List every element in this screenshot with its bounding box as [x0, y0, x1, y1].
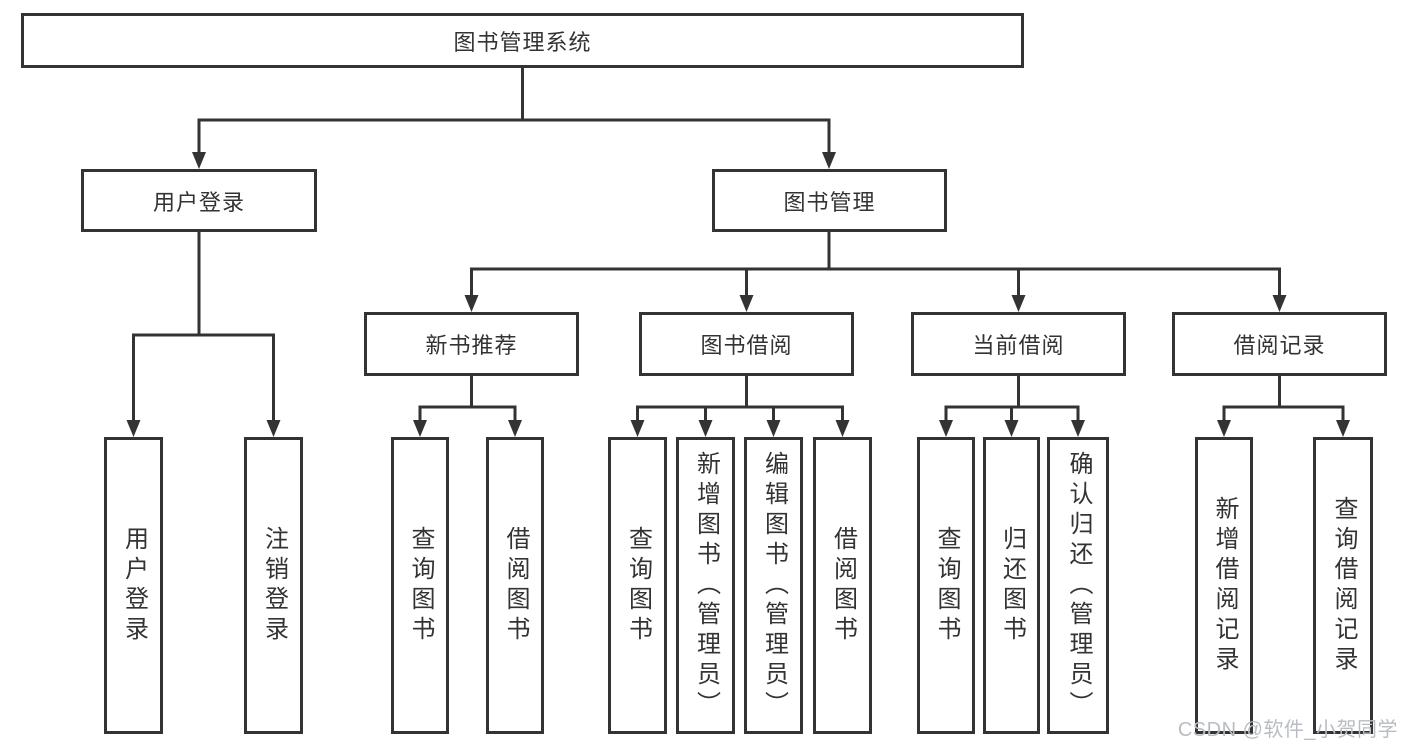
node-borrow-records-label: 借阅记录	[1233, 333, 1326, 358]
node-leaf-add-book-admin-label: 新增图书（管理员）	[692, 450, 720, 721]
node-leaf-query-books-current-label: 查询图书	[933, 525, 960, 646]
node-leaf-query-books-recommend-label: 查询图书	[407, 525, 434, 646]
node-leaf-borrow-books-label: 借阅图书	[829, 525, 857, 646]
node-new-book-recommend-label: 新书推荐	[425, 333, 518, 358]
node-leaf-add-borrow-record: 新增借阅记录	[1195, 437, 1253, 734]
node-leaf-return-book-label: 归还图书	[998, 525, 1026, 646]
node-leaf-confirm-return-admin: 确认归还（管理员）	[1047, 437, 1109, 734]
node-book-borrow-label: 图书借阅	[700, 333, 793, 358]
node-leaf-confirm-return-admin-label: 确认归还（管理员）	[1065, 450, 1092, 721]
node-leaf-query-borrow-record: 查询借阅记录	[1313, 437, 1373, 734]
node-leaf-query-books-current: 查询图书	[917, 437, 975, 734]
node-leaf-edit-book-admin: 编辑图书（管理员）	[744, 437, 803, 734]
node-borrow-records: 借阅记录	[1172, 312, 1387, 376]
node-leaf-add-book-admin: 新增图书（管理员）	[676, 437, 735, 734]
node-book-borrow: 图书借阅	[639, 312, 854, 376]
node-leaf-user-login: 用户登录	[104, 437, 163, 734]
node-leaf-borrow-books-recommend-label: 借阅图书	[502, 525, 529, 646]
node-leaf-query-books-borrow: 查询图书	[608, 437, 667, 734]
node-user-login-label: 用户登录	[152, 189, 245, 215]
node-leaf-borrow-books-recommend: 借阅图书	[486, 437, 544, 734]
connector-records-to-leaves	[1222, 376, 1345, 422]
node-current-borrow-label: 当前借阅	[972, 333, 1065, 358]
node-leaf-add-borrow-record-label: 新增借阅记录	[1211, 495, 1238, 676]
node-root-label: 图书管理系统	[453, 29, 592, 55]
watermark-text: CSDN @软件_小贺同学	[1177, 719, 1398, 741]
node-leaf-query-books-recommend: 查询图书	[391, 437, 449, 734]
node-new-book-recommend: 新书推荐	[364, 312, 579, 376]
arrowheads	[126, 152, 1350, 437]
node-leaf-user-login-label: 用户登录	[120, 525, 148, 646]
node-leaf-logout: 注销登录	[244, 437, 303, 734]
connector-bookborrow-to-leaves	[636, 376, 844, 422]
connector-bookmgmt-to-level3	[470, 232, 1281, 297]
node-leaf-return-book: 归还图书	[983, 437, 1040, 734]
node-book-management-label: 图书管理	[783, 189, 876, 215]
connector-root-to-level2	[197, 68, 831, 154]
node-leaf-query-books-borrow-label: 查询图书	[624, 525, 652, 646]
connector-currentborrow-to-leaves	[944, 376, 1080, 422]
connector-userlogin-to-leaves	[132, 232, 275, 422]
node-user-login: 用户登录	[81, 169, 317, 232]
node-root: 图书管理系统	[21, 13, 1024, 68]
connector-newbook-to-leaves	[418, 376, 517, 422]
node-current-borrow: 当前借阅	[911, 312, 1126, 376]
node-leaf-edit-book-admin-label: 编辑图书（管理员）	[760, 450, 788, 721]
node-leaf-borrow-books: 借阅图书	[813, 437, 872, 734]
node-leaf-query-borrow-record-label: 查询借阅记录	[1330, 495, 1357, 676]
node-leaf-logout-label: 注销登录	[260, 525, 288, 646]
node-book-management: 图书管理	[712, 169, 947, 232]
